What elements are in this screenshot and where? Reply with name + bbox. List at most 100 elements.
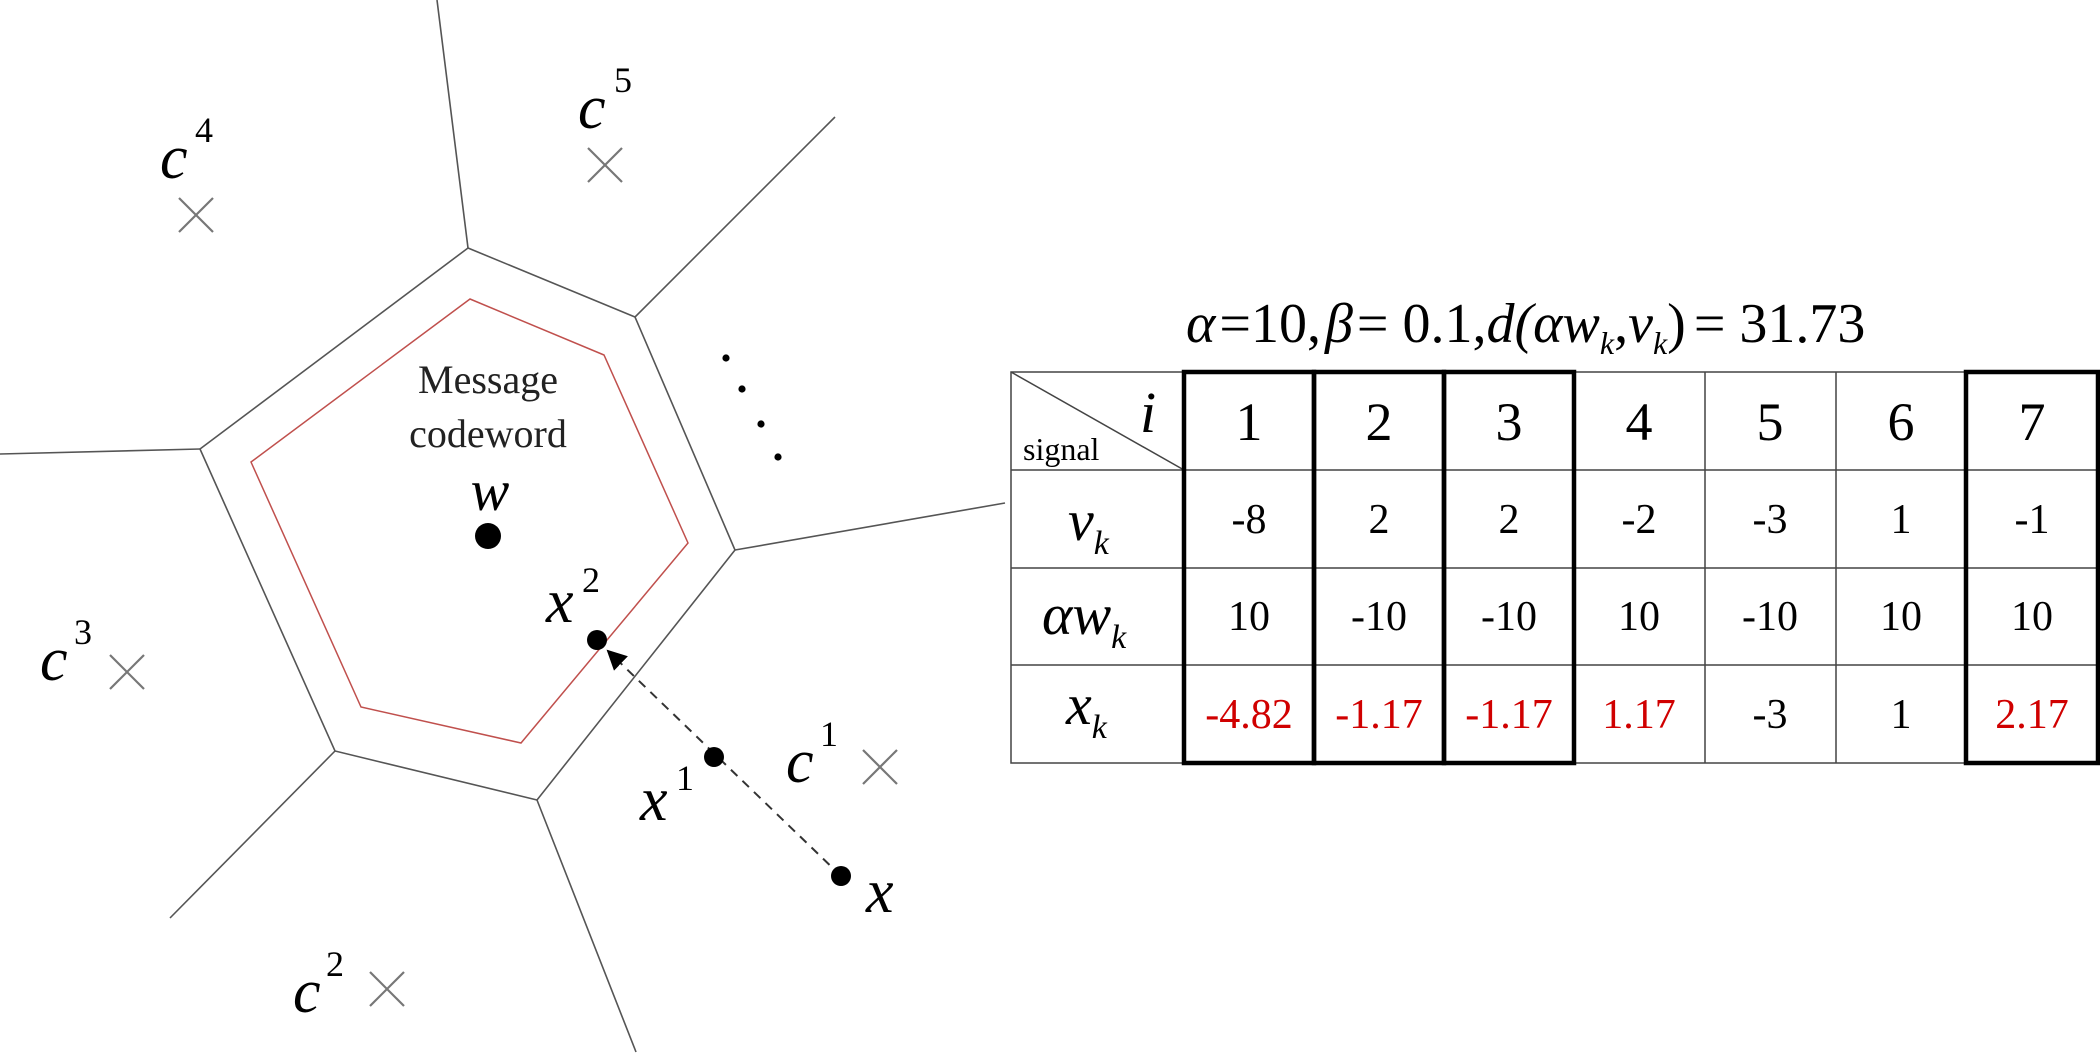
highlight-col-7 <box>1963 369 2100 766</box>
row-label-x: xk <box>1065 672 1108 746</box>
column-header: 3 <box>1496 392 1523 452</box>
table-cell: -8 <box>1232 497 1267 543</box>
table-grid <box>1010 371 2099 764</box>
centroid-c3-base: c <box>40 626 68 694</box>
point-x1-sup: 1 <box>676 758 694 798</box>
table-cell: 1 <box>1891 497 1912 543</box>
row-label-base: w <box>1072 582 1111 647</box>
distance-value: = 31.73 <box>1694 293 1866 355</box>
formula-w-sub: k <box>1600 325 1615 361</box>
table-cell: -2 <box>1622 497 1657 543</box>
table-body: -8 2 2 -2 -3 1 -1 10 -10 -10 10 -10 10 1… <box>1205 497 2069 738</box>
column-headers: 1 2 3 4 5 6 7 <box>1236 392 2046 452</box>
table-cell: 10 <box>1228 594 1270 640</box>
table-cell: 2.17 <box>1995 692 2069 738</box>
alpha-value: =10, <box>1219 293 1321 355</box>
corner-diagonal <box>1010 371 1185 471</box>
corner-label-signal: signal <box>1023 431 1100 467</box>
cross-icon <box>178 197 214 233</box>
row-label-alpha-w: αwk <box>1042 582 1127 656</box>
voronoi-edge-top-right <box>634 116 836 318</box>
corner-label-i: i <box>1140 380 1156 445</box>
cross-icon <box>587 147 623 183</box>
codeword-w-dot <box>475 523 501 549</box>
table-cell: -1 <box>2015 497 2050 543</box>
table-cell: -10 <box>1742 594 1798 640</box>
centroid-c2: c 2 <box>293 944 405 1026</box>
cross-icon <box>109 654 145 690</box>
highlight-boxes <box>1181 369 2100 766</box>
point-x2-sup: 2 <box>582 560 600 600</box>
formula-comma: , <box>1614 293 1628 355</box>
trajectory-arrow <box>606 649 842 877</box>
centroid-c2-sup: 2 <box>326 944 344 984</box>
voronoi-cell-boundary <box>199 247 736 801</box>
ellipsis-dots <box>722 354 782 461</box>
message-label-line2: codeword <box>409 411 567 456</box>
table-cell: 10 <box>1880 594 1922 640</box>
centroid-c3-sup: 3 <box>74 612 92 652</box>
table-cell: -4.82 <box>1205 692 1293 738</box>
voronoi-edge-top <box>436 0 469 249</box>
column-header: 4 <box>1626 392 1653 452</box>
table-cell: -3 <box>1753 497 1788 543</box>
table-row: -8 2 2 -2 -3 1 -1 <box>1232 497 2050 543</box>
table-row: 10 -10 -10 10 -10 10 10 <box>1228 594 2053 640</box>
table-cell: 1.17 <box>1602 692 1676 738</box>
cross-icon <box>862 749 898 785</box>
voronoi-edge-bottom-right <box>536 799 637 1053</box>
centroid-c4-base: c <box>160 124 188 192</box>
column-header: 2 <box>1366 392 1393 452</box>
row-label-base: v <box>1068 488 1094 553</box>
point-x2-base: x <box>545 568 574 636</box>
column-header: 7 <box>2019 392 2046 452</box>
parameter-formula: α=10,β= 0.1,d(αwk,vk)= 31.73 <box>1186 293 1865 361</box>
column-header: 5 <box>1757 392 1784 452</box>
point-x-dot <box>831 866 851 886</box>
centroid-c1: c 1 <box>786 714 898 796</box>
table-cell: -10 <box>1481 594 1537 640</box>
centroid-c3: c 3 <box>40 612 145 694</box>
point-x1-dot <box>704 747 724 767</box>
centroid-c5: c 5 <box>578 60 632 183</box>
voronoi-edge-left <box>0 448 201 455</box>
message-label-line1: Message <box>418 357 558 402</box>
point-x2-dot <box>587 630 607 650</box>
beta-symbol: β <box>1324 293 1353 355</box>
centroid-c4-sup: 4 <box>195 110 213 150</box>
centroid-c5-sup: 5 <box>614 60 632 100</box>
table-cell: -3 <box>1753 692 1788 738</box>
voronoi-edge-right <box>734 502 1006 551</box>
point-x1-base: x <box>639 766 668 834</box>
inner-region-boundary <box>250 298 689 744</box>
centroid-c5-base: c <box>578 74 606 142</box>
row-label-sub: k <box>1092 709 1108 746</box>
svg-text:vk: vk <box>1068 488 1110 562</box>
table-cell: -1.17 <box>1465 692 1553 738</box>
table-cell: 10 <box>1618 594 1660 640</box>
highlight-col-3 <box>1441 369 1577 766</box>
point-x1-label: x 1 <box>639 758 694 834</box>
column-header: 1 <box>1236 392 1263 452</box>
voronoi-boundaries <box>0 0 1006 1053</box>
table-cell: -10 <box>1351 594 1407 640</box>
distance-open: d( <box>1486 293 1536 355</box>
cross-icon <box>369 971 405 1007</box>
point-x-base: x <box>865 858 894 926</box>
svg-text:αwk: αwk <box>1042 582 1127 656</box>
row-label-pre: α <box>1042 582 1074 647</box>
table-cell: 2 <box>1369 497 1390 543</box>
column-header: 6 <box>1888 392 1915 452</box>
signal-table: i signal 1 2 3 4 5 6 7 vk αwk xk -8 2 2 <box>1010 369 2100 766</box>
alpha-symbol: α <box>1186 293 1217 355</box>
centroid-c1-sup: 1 <box>820 714 838 754</box>
row-label-v: vk <box>1068 488 1110 562</box>
row-label-base: x <box>1065 672 1092 737</box>
formula-v: v <box>1628 293 1653 355</box>
row-label-sub: k <box>1111 619 1127 656</box>
voronoi-edge-bottom-left <box>169 750 336 919</box>
point-x2-label: x 2 <box>545 560 600 636</box>
row-label-sub: k <box>1094 525 1110 562</box>
